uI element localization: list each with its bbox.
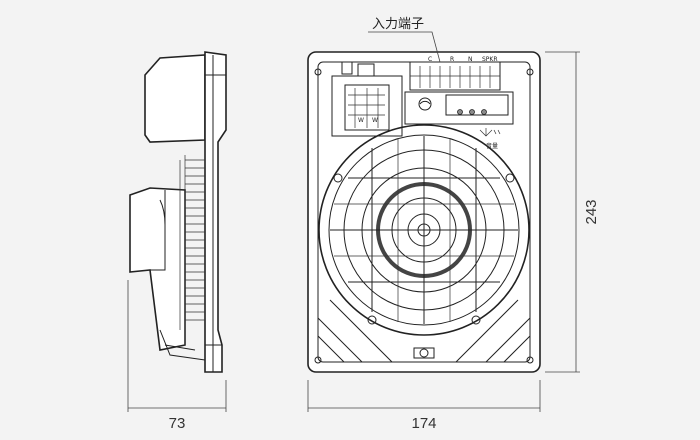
dimension-depth-label: 73 — [169, 415, 186, 432]
connector-w-label-1: W — [358, 117, 364, 124]
terminal-spkr-label: SPKR — [482, 56, 498, 63]
input-terminal-label: 入力端子 — [372, 17, 424, 32]
dimension-height-label: 243 — [583, 199, 600, 224]
terminal-c-label: C — [428, 56, 432, 63]
volume-label: 音量 — [486, 142, 498, 150]
speaker-grille — [318, 124, 530, 336]
terminal-n-label: N — [468, 56, 473, 63]
front-view: W W C R N SPKR 音量 — [307, 31, 580, 412]
input-terminal-strip — [409, 61, 501, 91]
dimension-width-label: 174 — [411, 415, 436, 432]
connector-block — [331, 61, 403, 137]
connector-w-label-2: W — [372, 117, 378, 124]
side-view — [127, 51, 227, 412]
volume-board — [404, 91, 514, 137]
terminal-r-label: R — [450, 56, 454, 63]
knob-icon — [457, 109, 463, 115]
